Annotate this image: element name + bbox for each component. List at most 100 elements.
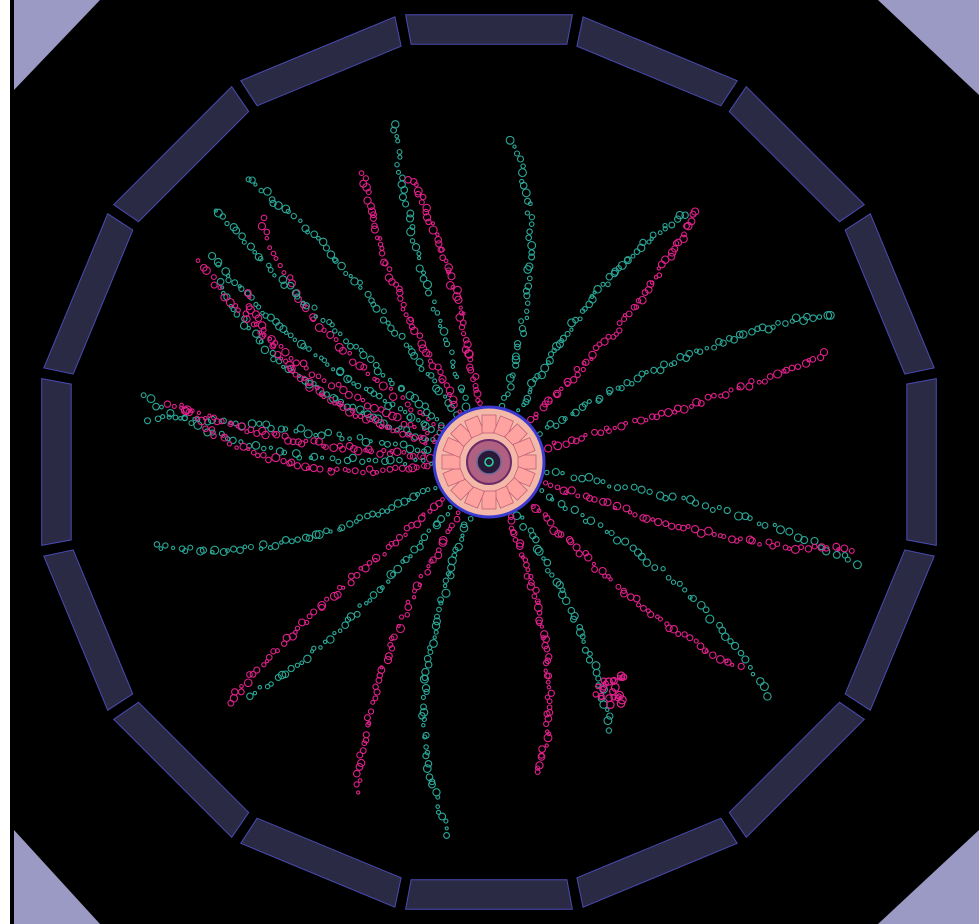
calorimeter-module <box>240 16 402 107</box>
hit-marker <box>309 313 318 322</box>
hit-marker <box>351 467 359 475</box>
hit-marker <box>196 410 202 415</box>
hit-marker <box>836 547 841 552</box>
hit-marker <box>443 382 450 389</box>
hit-marker <box>562 416 568 422</box>
hit-marker <box>378 381 388 391</box>
hit-marker <box>302 302 310 310</box>
hit-marker <box>569 615 578 623</box>
hit-marker <box>769 542 776 550</box>
hit-marker <box>281 347 290 357</box>
hit-marker <box>823 545 830 552</box>
hit-marker <box>696 600 706 610</box>
hit-marker <box>356 514 364 522</box>
hit-marker <box>395 138 401 144</box>
calorimeter-module <box>728 701 866 839</box>
hit-marker <box>209 549 215 555</box>
hit-marker <box>428 780 436 789</box>
hit-marker <box>520 515 525 520</box>
hit-marker <box>412 581 422 591</box>
hit-marker <box>352 769 361 778</box>
hit-marker <box>520 555 525 560</box>
hit-marker <box>582 358 590 366</box>
hit-marker <box>544 444 553 453</box>
hit-marker <box>716 504 722 511</box>
hit-marker <box>395 533 404 541</box>
hit-marker <box>547 397 553 403</box>
hit-marker <box>442 583 448 589</box>
hit-marker <box>577 316 583 322</box>
hit-marker <box>455 510 461 516</box>
hit-marker <box>313 314 319 319</box>
hit-marker <box>624 256 631 263</box>
hit-marker <box>660 566 666 572</box>
hit-marker <box>166 409 175 418</box>
hit-marker <box>287 332 294 339</box>
hit-marker <box>392 539 400 547</box>
hit-marker <box>267 267 274 273</box>
hit-marker <box>625 310 633 318</box>
hit-marker <box>432 384 441 393</box>
hit-marker <box>630 483 638 491</box>
hit-marker <box>285 360 294 370</box>
hit-marker <box>554 484 561 491</box>
hit-marker <box>260 451 267 459</box>
corner-triangle <box>14 830 100 924</box>
hit-marker <box>432 635 437 640</box>
hit-marker <box>329 443 339 453</box>
hit-marker <box>202 425 209 433</box>
hit-marker <box>404 612 410 618</box>
hit-marker <box>603 498 612 507</box>
hit-marker <box>668 492 677 501</box>
hit-marker <box>549 497 555 502</box>
hit-marker <box>528 579 535 586</box>
hit-marker <box>761 378 768 385</box>
hit-marker <box>410 545 419 554</box>
hit-marker <box>353 781 360 788</box>
hit-marker <box>266 262 272 269</box>
hit-marker <box>412 588 417 594</box>
hit-marker <box>404 175 412 184</box>
hit-marker <box>435 547 442 554</box>
hit-marker <box>511 355 521 365</box>
hit-marker <box>268 681 274 687</box>
hit-marker <box>544 743 549 748</box>
hit-marker <box>574 371 581 379</box>
hit-marker <box>597 522 604 528</box>
hit-marker <box>543 558 552 567</box>
hit-marker <box>428 362 437 370</box>
hit-marker <box>386 579 391 584</box>
hit-marker <box>524 300 531 306</box>
hit-marker <box>819 348 829 357</box>
hit-marker <box>417 409 423 416</box>
hit-marker <box>239 321 249 330</box>
hit-marker <box>310 608 318 616</box>
hit-marker <box>373 688 381 696</box>
core-center <box>476 449 502 475</box>
hit-marker <box>364 601 369 606</box>
hit-marker <box>278 275 288 284</box>
hit-marker <box>611 267 620 276</box>
hit-marker <box>734 511 744 521</box>
hit-marker <box>433 629 439 635</box>
hit-marker <box>612 501 622 511</box>
hit-marker <box>419 674 429 684</box>
hit-marker <box>447 504 453 510</box>
hit-marker <box>310 230 319 239</box>
hit-marker <box>535 616 543 625</box>
hit-marker <box>523 394 532 403</box>
hit-marker <box>633 374 642 383</box>
hit-marker <box>642 514 651 523</box>
hit-marker <box>291 289 300 298</box>
hit-marker <box>560 470 565 476</box>
core-segment <box>442 466 466 487</box>
hit-marker <box>309 649 315 654</box>
hit-marker <box>372 695 379 702</box>
hit-marker <box>532 586 540 594</box>
hit-marker <box>322 244 330 252</box>
hit-marker <box>364 290 372 298</box>
hit-marker <box>387 641 394 648</box>
hit-marker <box>543 668 548 673</box>
hit-marker <box>579 633 586 640</box>
hit-marker <box>756 521 762 527</box>
